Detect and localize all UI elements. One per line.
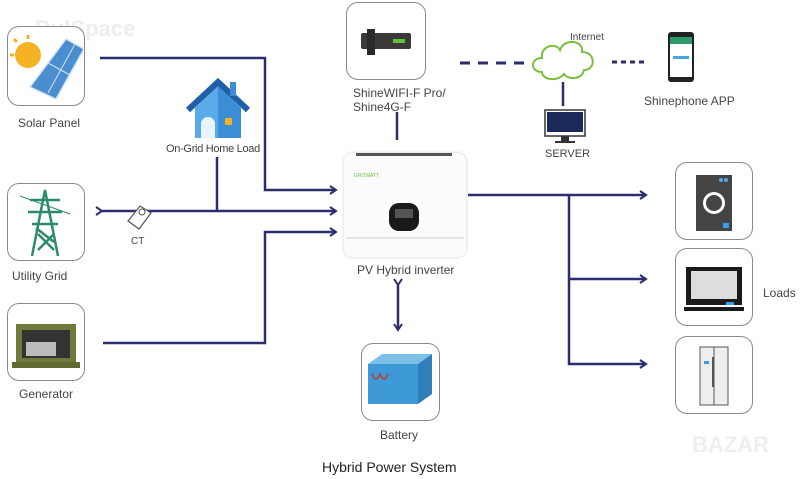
monitor-label-1: ShineWIFI-F Pro/ bbox=[353, 86, 446, 100]
house-icon bbox=[185, 78, 251, 138]
wifi-dongle-box[interactable] bbox=[346, 2, 426, 80]
generator-box[interactable] bbox=[7, 303, 85, 381]
internet-label: Internet bbox=[570, 32, 604, 43]
solar-panel-box[interactable] bbox=[7, 26, 86, 106]
battery-label: Battery bbox=[380, 428, 419, 442]
battery-icon bbox=[368, 354, 432, 404]
cloud-icon bbox=[532, 41, 594, 80]
tv-icon bbox=[684, 267, 744, 311]
watermark-bottom: BAZAR bbox=[692, 432, 769, 457]
utility-grid-label: Utility Grid bbox=[12, 269, 68, 283]
ct-label: CT bbox=[131, 236, 145, 247]
monitor-label-2: Shine4G-F bbox=[353, 100, 412, 114]
refrigerator-icon bbox=[699, 346, 729, 406]
generator-label: Generator bbox=[19, 387, 74, 401]
utility-grid-box[interactable] bbox=[7, 183, 85, 261]
load-tv-box[interactable] bbox=[675, 248, 753, 326]
solar-line bbox=[100, 56, 338, 195]
solar-panel-icon bbox=[10, 35, 86, 100]
server-label: SERVER bbox=[545, 148, 591, 160]
wifi-dongle-icon bbox=[361, 29, 411, 55]
generator-icon bbox=[12, 324, 80, 368]
loads-label: Loads bbox=[763, 286, 796, 300]
ct-sensor-icon bbox=[127, 205, 152, 230]
smartphone-icon bbox=[668, 32, 694, 82]
power-tower-icon bbox=[19, 189, 71, 257]
load-washer-box[interactable] bbox=[675, 162, 753, 240]
load-fridge-box[interactable] bbox=[675, 336, 753, 414]
generator-line bbox=[103, 227, 338, 345]
diagram-title: Hybrid Power System bbox=[322, 459, 457, 475]
washing-machine-icon bbox=[696, 175, 732, 231]
inverter-label: PV Hybrid inverter bbox=[357, 263, 455, 277]
solar-panel-label: Solar Panel bbox=[18, 116, 81, 130]
svg-text:GROWATT: GROWATT bbox=[354, 173, 379, 179]
load-branch-line bbox=[567, 195, 648, 369]
inverter-box[interactable]: GROWATT bbox=[344, 153, 466, 257]
app-label: Shinephone APP bbox=[644, 94, 735, 108]
monitor-icon bbox=[544, 109, 586, 143]
inverter-icon: GROWATT bbox=[346, 153, 464, 239]
home-load-label: On-Grid Home Load bbox=[166, 143, 260, 155]
battery-box[interactable] bbox=[361, 343, 440, 421]
